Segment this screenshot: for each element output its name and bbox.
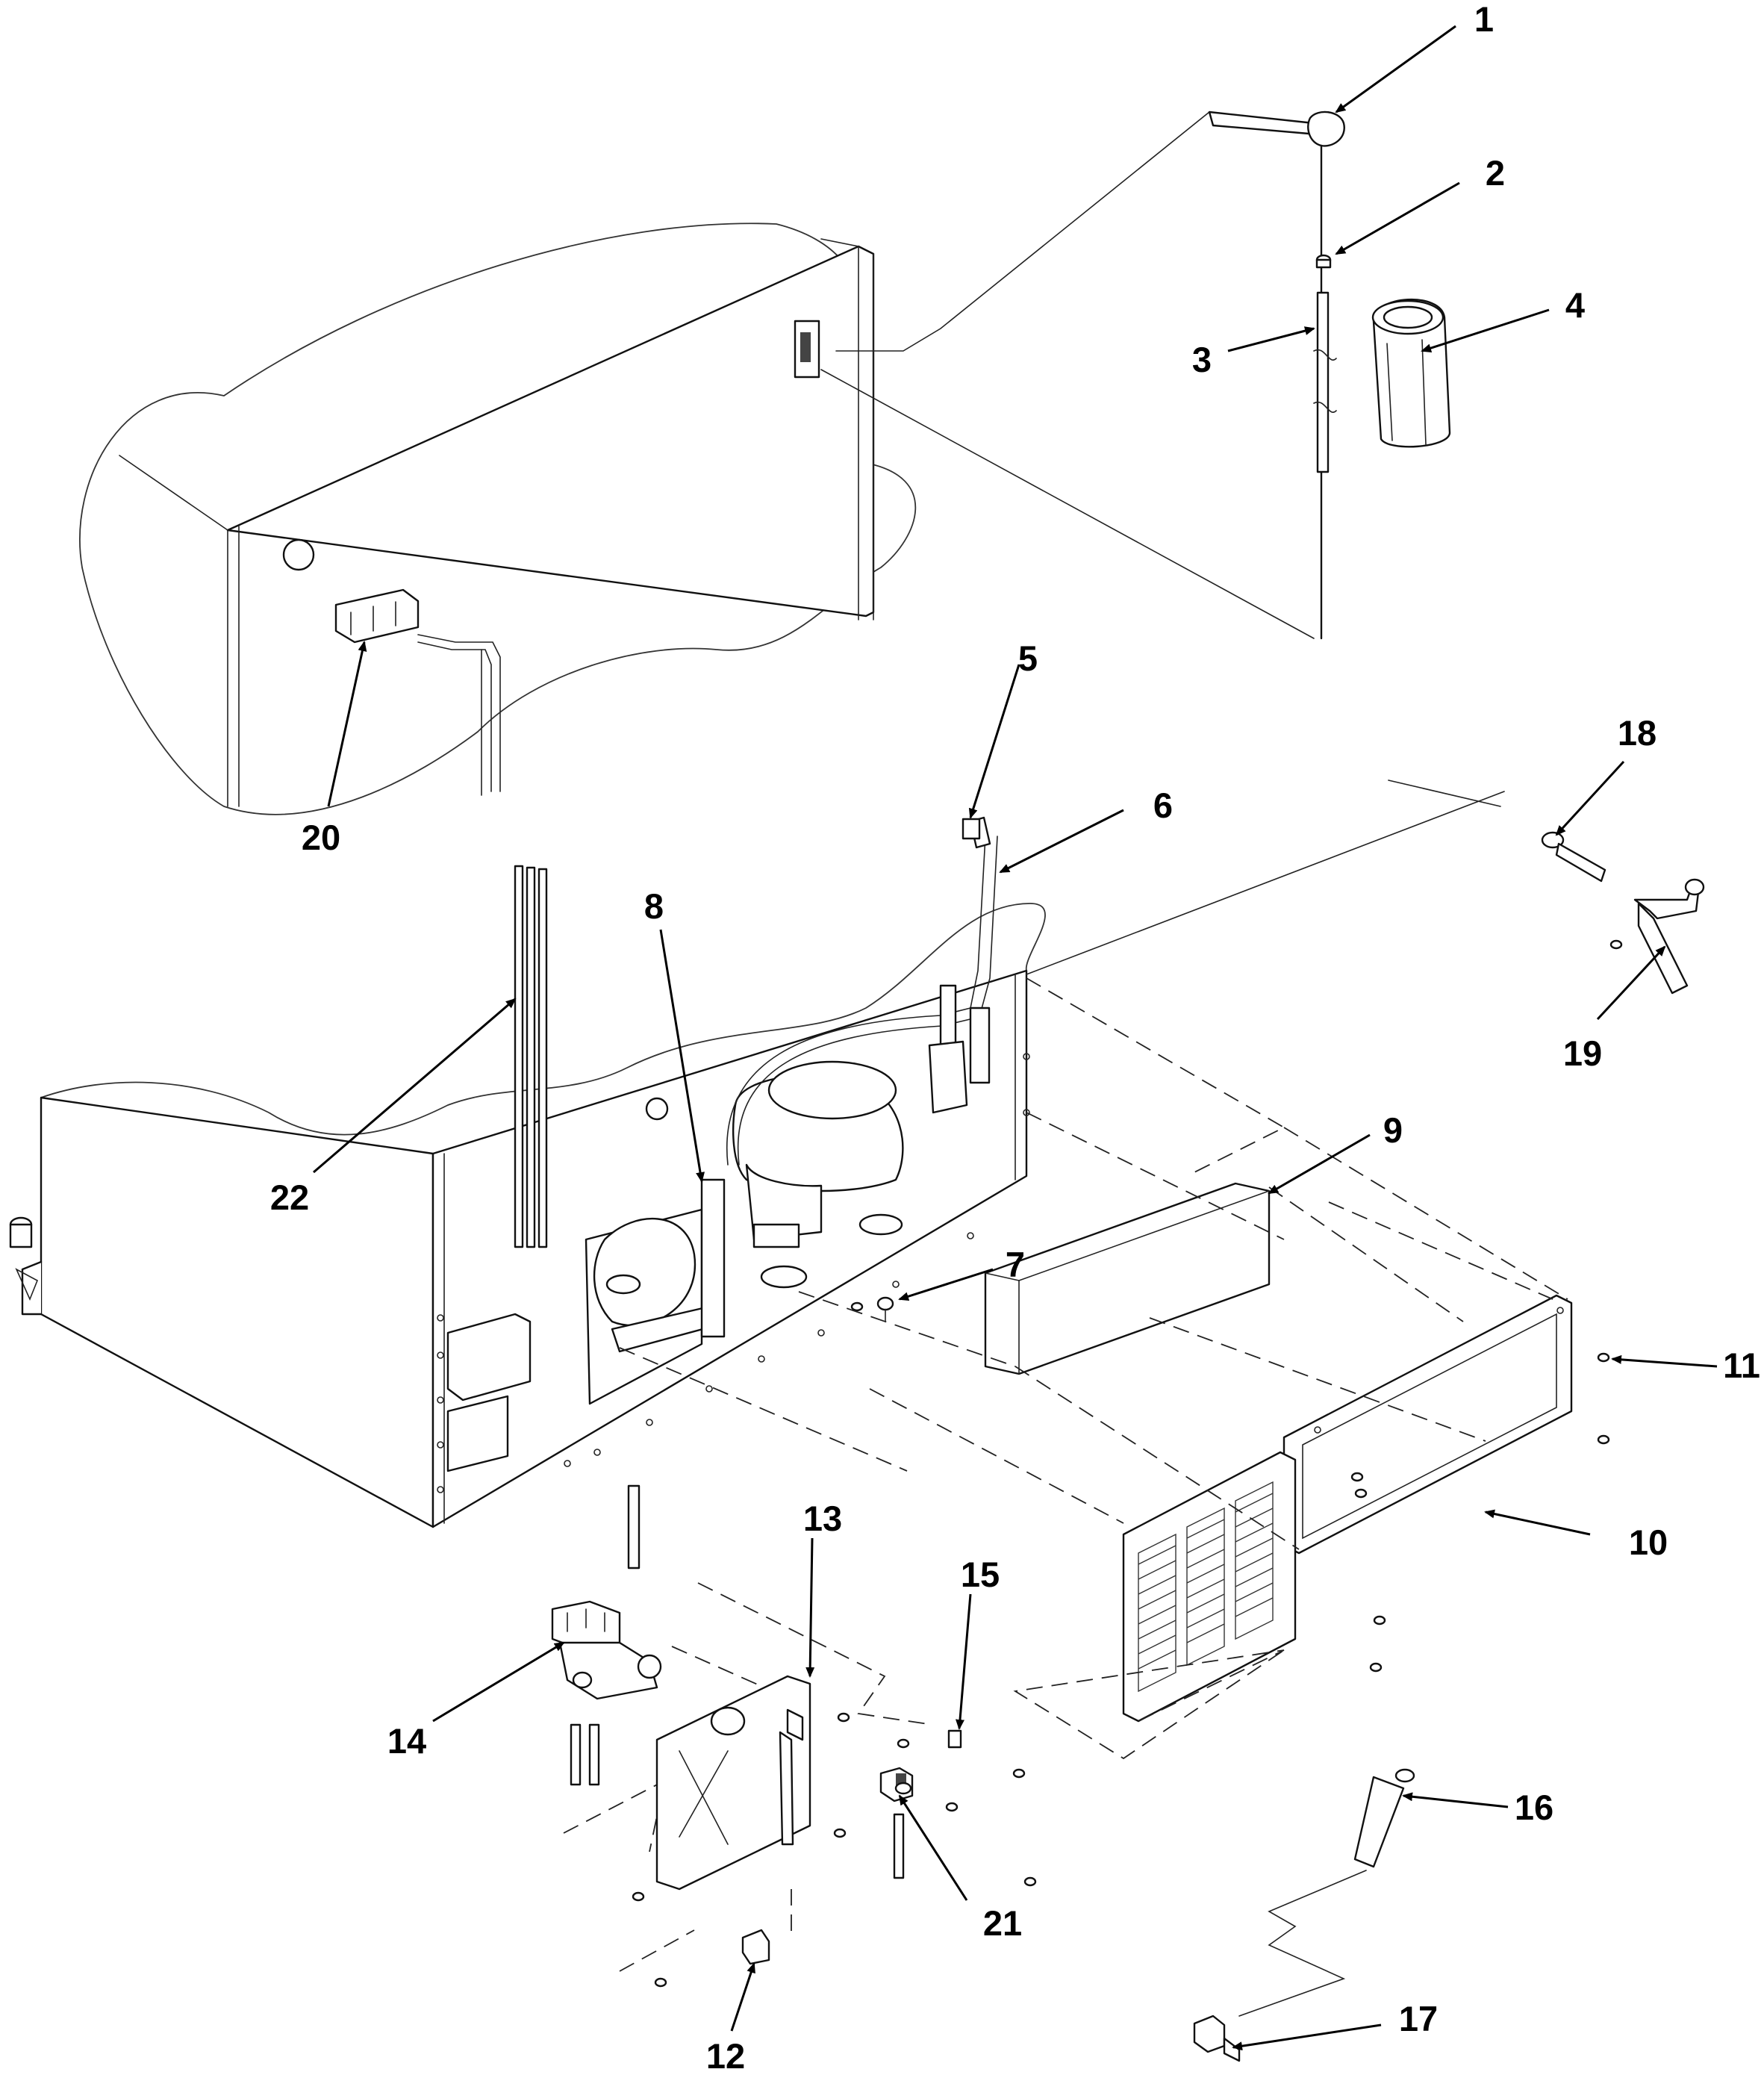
callout-19-label: 19: [1563, 1033, 1602, 1073]
callout-8-label: 8: [644, 886, 664, 926]
part-9-pad: [984, 1182, 1271, 1375]
callout-18-label: 18: [1618, 713, 1657, 753]
part-12-clip: [741, 1929, 770, 1965]
part-15-clip: [947, 1729, 962, 1749]
callout-17: 17: [1232, 1999, 1438, 2051]
callout-14-label: 14: [387, 1721, 426, 1761]
callout-22-label: 22: [270, 1178, 309, 1217]
callout-22: 22: [270, 998, 517, 1217]
callout-4-label: 4: [1565, 285, 1585, 325]
callout-3-label: 3: [1192, 340, 1212, 379]
callout-2-label: 2: [1486, 153, 1505, 193]
callout-17-label: 17: [1399, 1999, 1438, 2038]
part-2-bushing: [1315, 254, 1332, 269]
callout-13-label: 13: [803, 1499, 842, 1538]
callout-21: 21: [898, 1794, 1022, 1943]
callout-14: 14: [387, 1641, 565, 1761]
part-3-rod-extension: [1313, 291, 1337, 473]
callout-12-label: 12: [706, 2036, 745, 2075]
callout-5: 5: [968, 638, 1038, 819]
callout-15-label: 15: [961, 1555, 1000, 1594]
callout-18: 18: [1555, 713, 1657, 836]
callout-15: 15: [956, 1555, 1000, 1730]
part-13-bracket: [655, 1675, 811, 1891]
part-17-fitting: [1193, 2015, 1241, 2062]
callout-9-label: 9: [1383, 1110, 1403, 1150]
callout-3: 3: [1192, 326, 1315, 379]
callout-9: 9: [1268, 1110, 1403, 1195]
callout-21-label: 21: [983, 1903, 1022, 1943]
part-10-rear-panel: [1283, 1294, 1573, 1555]
callout-20-label: 20: [302, 818, 340, 857]
callout-13: 13: [803, 1499, 842, 1678]
panel-screws: [850, 939, 1623, 1673]
callout-7: 7: [898, 1245, 1025, 1301]
part-22-trim-strips: [514, 865, 548, 1248]
callout-20: 20: [302, 641, 367, 857]
callout-7-label: 7: [1006, 1245, 1025, 1284]
callout-6-label: 6: [1153, 785, 1173, 825]
part-7-screw: [876, 1296, 894, 1322]
machine-compartment: [9, 816, 1046, 1528]
bracket-screws: [632, 1712, 1037, 1988]
part-14-water-valve: [551, 1484, 662, 1786]
rear-grille: [1122, 1451, 1297, 1723]
callout-10-label: 10: [1629, 1522, 1668, 1562]
callout-4: 4: [1421, 285, 1585, 353]
callout-1: 1: [1335, 0, 1494, 113]
callout-16-label: 16: [1515, 1788, 1553, 1827]
callout-11-label: 11: [1723, 1346, 1760, 1385]
callout-5-label: 5: [1018, 638, 1038, 678]
callout-8: 8: [644, 886, 705, 1183]
part-18-19-fittings: [1026, 780, 1705, 995]
part-4-sleeve: [1371, 298, 1451, 448]
callout-11: 11: [1611, 1346, 1760, 1385]
callout-1-label: 1: [1474, 0, 1494, 39]
callout-10: 10: [1484, 1509, 1668, 1562]
callout-6: 6: [999, 785, 1173, 874]
upper-cabinet-view: [79, 111, 1315, 815]
part-5-fitting: [962, 818, 981, 840]
part-16-drier: [1238, 1768, 1415, 2017]
callout-2: 2: [1335, 153, 1505, 255]
callout-12: 12: [706, 1962, 755, 2075]
callout-19: 19: [1563, 945, 1666, 1073]
callout-16: 16: [1402, 1788, 1553, 1827]
